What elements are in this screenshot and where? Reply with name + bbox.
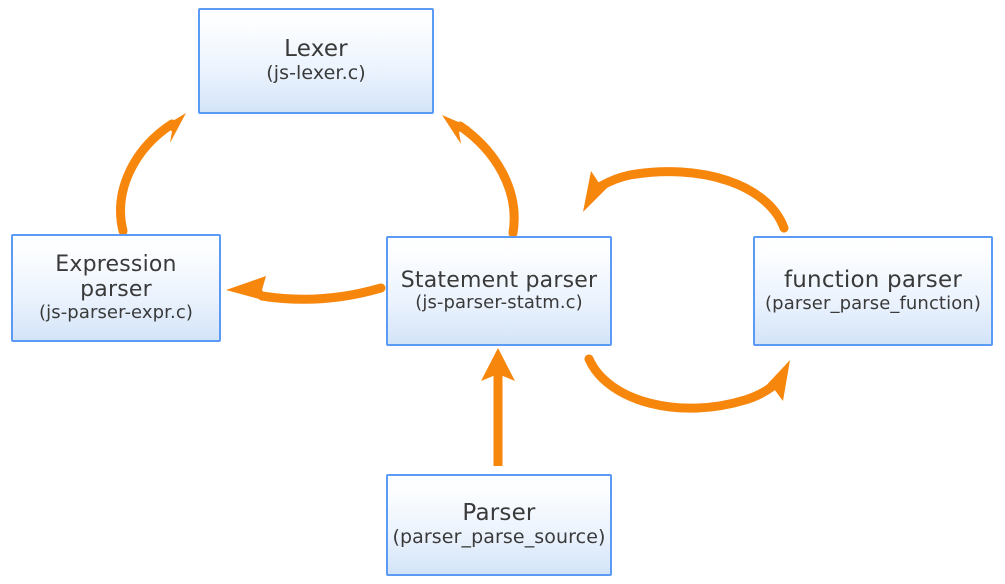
edge-function-parser-to-statement-parser — [583, 167, 789, 233]
node-lexer-subtitle: (js-lexer.c) — [266, 62, 366, 85]
node-statement-parser-title: Statement parser — [400, 267, 598, 293]
edge-expression-parser-to-lexer — [116, 113, 186, 236]
node-expression-parser-subtitle: (js-parser-expr.c) — [39, 301, 193, 323]
node-expression-parser-title: Expression parser — [55, 252, 177, 302]
edge-parser-to-statement-parser — [481, 348, 515, 466]
node-parser-title: Parser — [462, 500, 536, 527]
node-statement-parser[interactable]: Statement parser (js-parser-statm.c) — [386, 236, 612, 346]
node-lexer-title: Lexer — [284, 36, 348, 63]
node-parser[interactable]: Parser (parser_parse_source) — [386, 474, 612, 576]
node-function-parser-subtitle: (parser_parse_function) — [765, 292, 981, 314]
node-function-parser-title: function parser — [783, 267, 962, 294]
node-statement-parser-subtitle: (js-parser-statm.c) — [415, 292, 583, 314]
node-function-parser[interactable]: function parser (parser_parse_function) — [753, 236, 993, 346]
edge-statement-parser-to-function-parser — [584, 354, 790, 413]
node-lexer[interactable]: Lexer (js-lexer.c) — [198, 8, 434, 114]
node-expression-parser[interactable]: Expression parser (js-parser-expr.c) — [11, 234, 221, 342]
node-parser-subtitle: (parser_parse_source) — [392, 526, 606, 549]
edge-statement-parser-to-lexer — [442, 115, 519, 238]
edge-statement-parser-to-expression-parser — [226, 276, 386, 304]
